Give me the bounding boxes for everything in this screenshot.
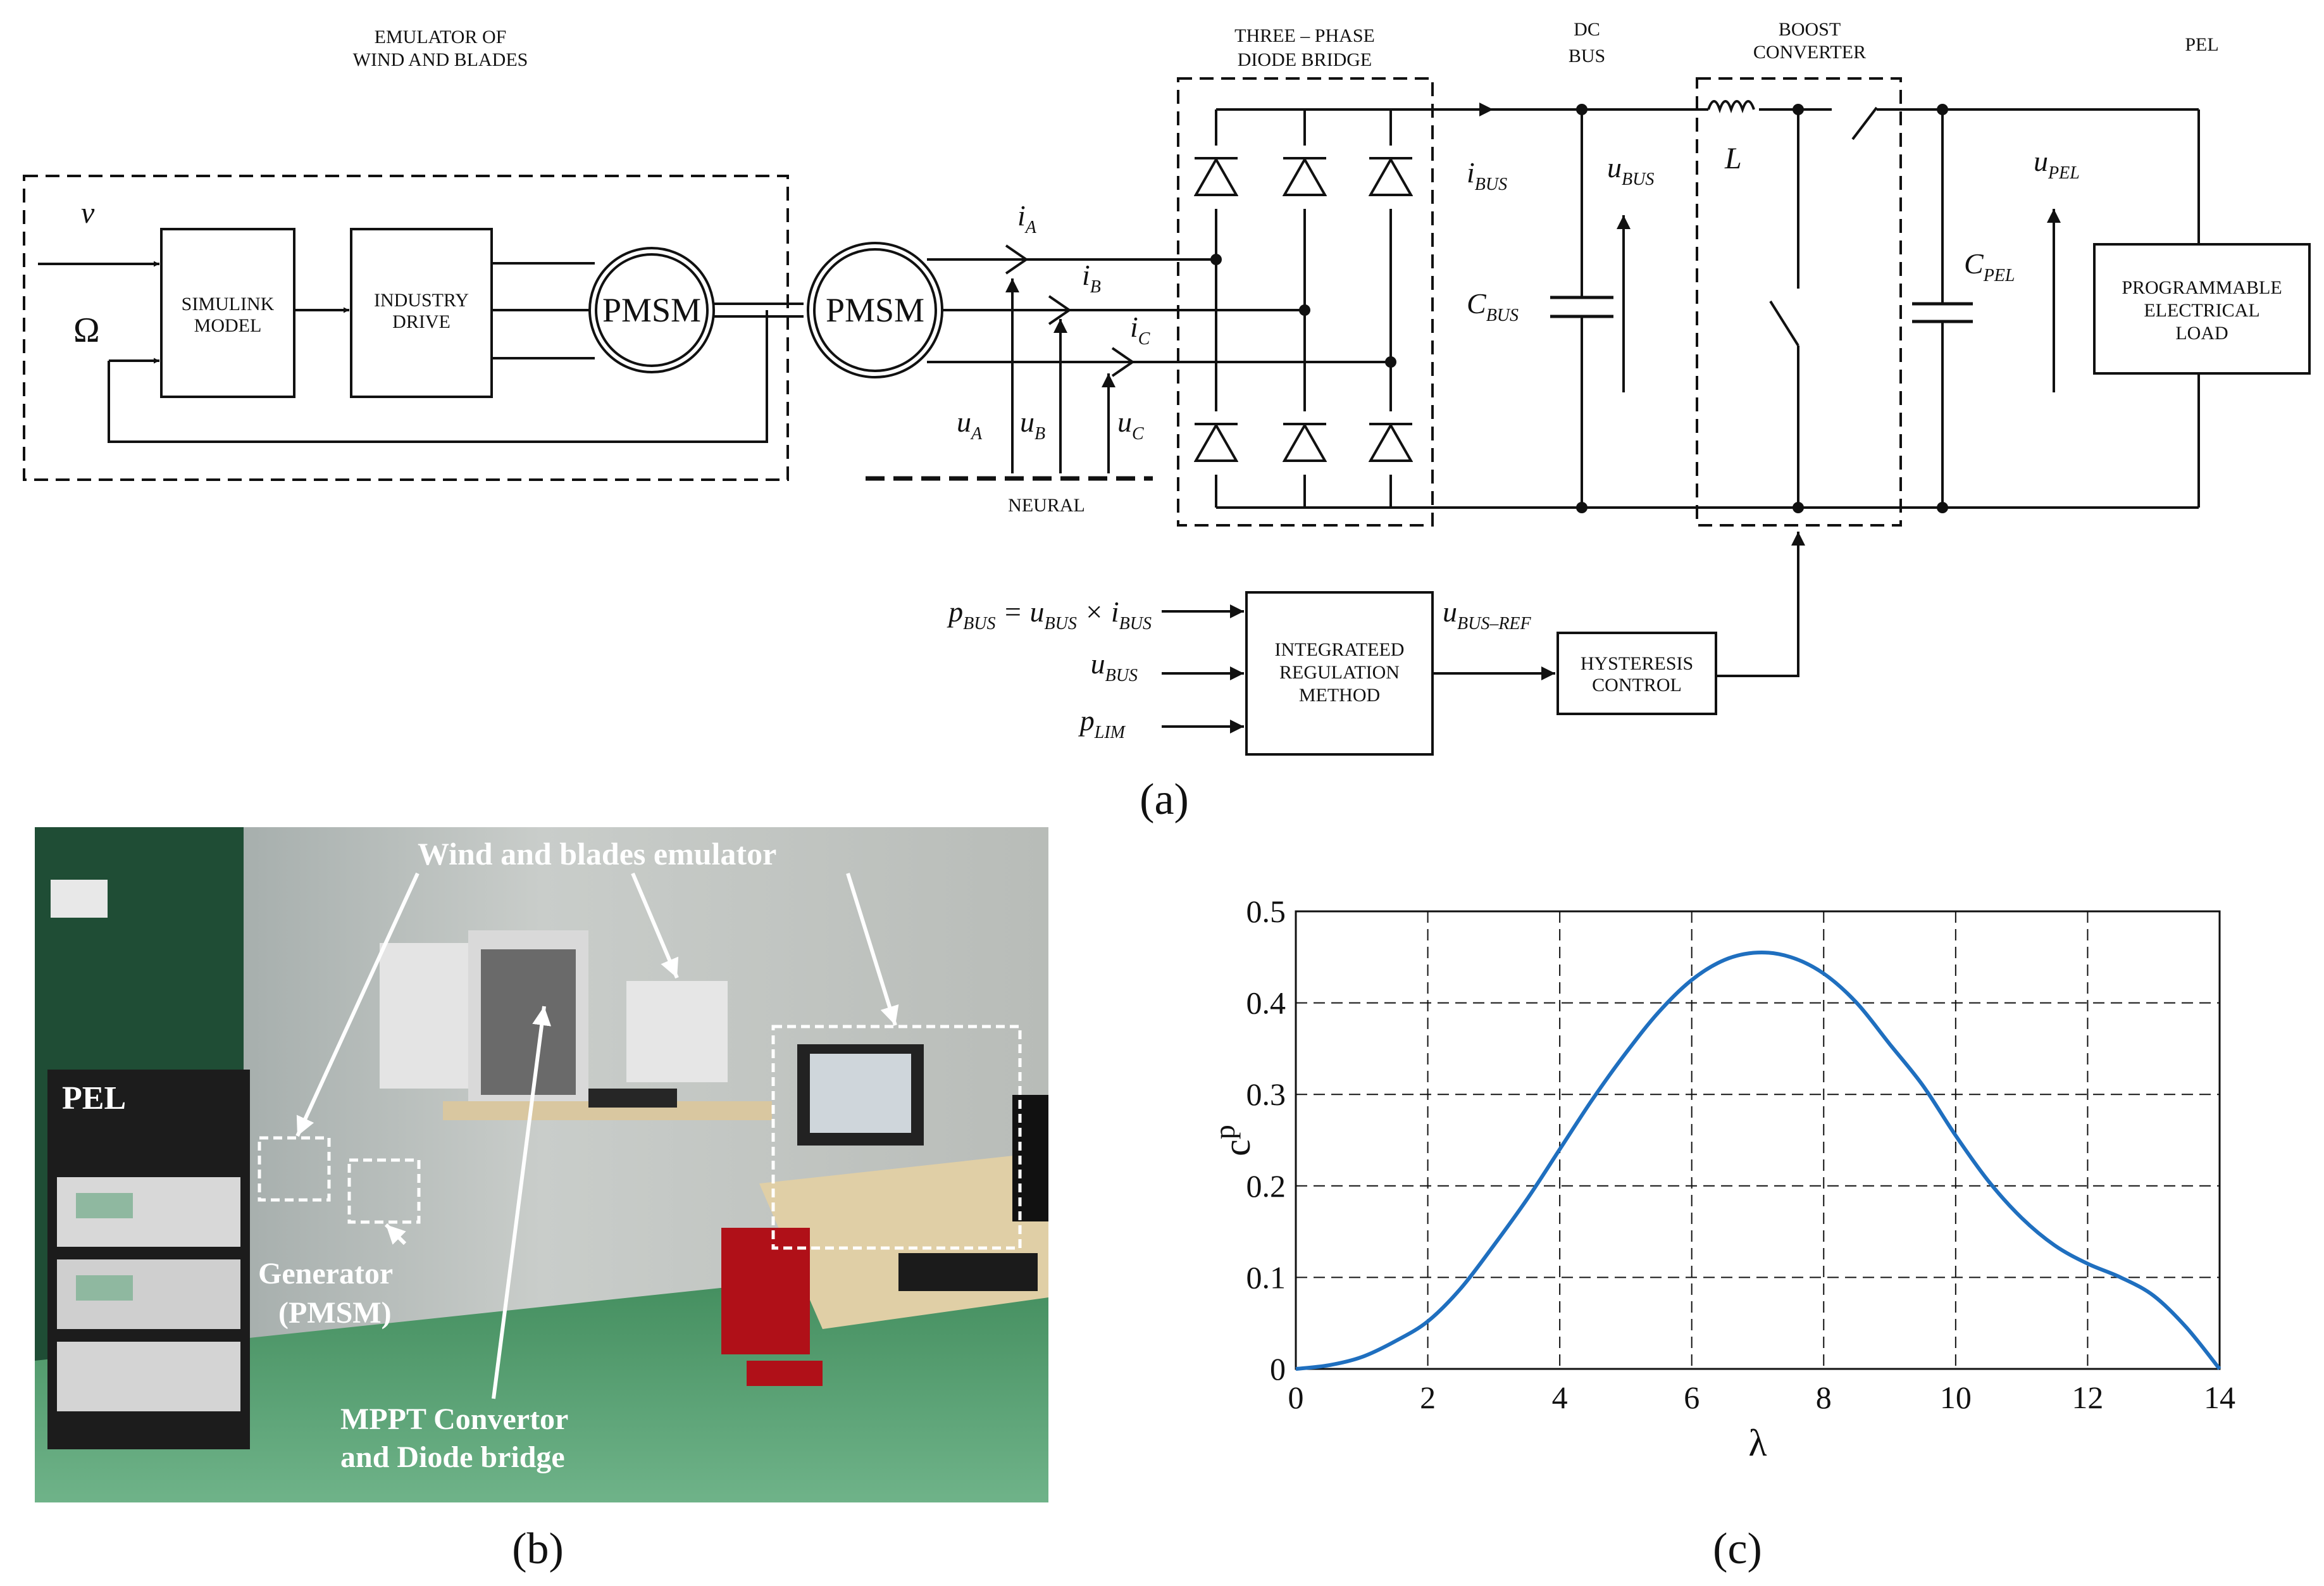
- ubus-input-label: uBUS: [1091, 647, 1138, 685]
- current-ic-label: iC: [1130, 311, 1150, 349]
- chart-x-tick-label: 12: [2072, 1380, 2103, 1415]
- emulator-highlight-box-2: [771, 1025, 1022, 1250]
- chart-y-tick-label: 0.4: [1246, 985, 1286, 1021]
- voltage-uc-label: uC: [1117, 406, 1144, 444]
- svg-text:BUS: BUS: [1569, 46, 1605, 66]
- chart-x-tick-label: 2: [1420, 1380, 1436, 1415]
- svg-text:DRIVE: DRIVE: [392, 311, 451, 332]
- svg-text:PEL: PEL: [2185, 34, 2218, 55]
- neutral-label: NEURAL: [1008, 495, 1085, 516]
- voltage-ub-label: uB: [1020, 406, 1045, 444]
- photo-label-mppt: MPPT Convertor: [340, 1402, 568, 1436]
- chart-grid: [1296, 911, 2220, 1369]
- svg-text:CONVERTER: CONVERTER: [1753, 42, 1866, 63]
- chart-y-tick-label: 0: [1270, 1351, 1286, 1387]
- input-omega-label: Ω: [73, 311, 100, 350]
- svg-text:INDUSTRY: INDUSTRY: [374, 290, 469, 311]
- chart-x-tick-label: 8: [1816, 1380, 1832, 1415]
- regulation-method-block: [1245, 591, 1434, 756]
- photo-label-mppt-2: and Diode bridge: [340, 1440, 565, 1474]
- photo-label-generator-2: (PMSM): [278, 1296, 392, 1330]
- svg-text:ELECTRICAL: ELECTRICAL: [2144, 300, 2259, 321]
- chart-y-tick-label: 0.2: [1246, 1168, 1286, 1204]
- photo-label-generator: Generator: [258, 1257, 393, 1290]
- programmable-load-block: [2093, 243, 2311, 375]
- voltage-upel-label: uPEL: [2034, 145, 2080, 183]
- svg-text:REGULATION: REGULATION: [1279, 662, 1400, 683]
- chart-plot-area: [1295, 910, 2221, 1370]
- pmsm-motor-label: PMSM: [602, 291, 701, 329]
- chart-x-axis-label: λ: [1748, 1422, 1767, 1464]
- inductor-symbol: [1707, 100, 1755, 114]
- industry-drive-block: [350, 228, 493, 398]
- chart-y-tick-label: 0.3: [1246, 1077, 1286, 1112]
- hysteresis-control-block: [1557, 632, 1717, 715]
- pmsm-motor-symbol: [588, 247, 715, 373]
- emulator-highlight-box-1: [258, 1136, 331, 1202]
- emulator-title: EMULATOR OF: [375, 27, 507, 47]
- cp-curve-line: [1295, 950, 2221, 1371]
- svg-text:INTEGRATEED: INTEGRATEED: [1275, 639, 1405, 660]
- svg-text:THREE – PHASE: THREE – PHASE: [1234, 25, 1375, 46]
- svg-text:MODEL: MODEL: [194, 315, 262, 336]
- generator-highlight-box: [347, 1158, 421, 1224]
- panel-a-circuit-diagram: EMULATOR OF WIND AND BLADES v Ω SIMULINK…: [23, 19, 2311, 824]
- svg-text:METHOD: METHOD: [1299, 685, 1380, 706]
- voltage-ua-label: uA: [957, 406, 983, 444]
- current-ia-label: iA: [1017, 199, 1037, 237]
- emulator-title-line2: WIND AND BLADES: [353, 49, 528, 70]
- capacitor-cbus-label: CBUS: [1467, 287, 1519, 325]
- ubus-ref-label: uBUS–REF: [1443, 596, 1532, 634]
- current-ib-label: iB: [1082, 259, 1101, 297]
- input-v-label: v: [81, 196, 95, 230]
- pbus-equation: pBUS = uBUS × iBUS: [947, 596, 1152, 634]
- chart-y-tick-label: 0.5: [1246, 894, 1286, 929]
- chart-x-tick-label: 6: [1684, 1380, 1700, 1415]
- boost-converter-dashed-box: [1696, 77, 1902, 527]
- caption-a: (a): [1140, 775, 1189, 824]
- svg-text:HYSTERESIS: HYSTERESIS: [1581, 653, 1693, 674]
- svg-text:DIODE BRIDGE: DIODE BRIDGE: [1238, 49, 1372, 70]
- panel-c-cp-lambda-chart: 0 2 4 6 8 10 12 14 0 0.1 0.2 0.3 0.4 0.5 λ cp (c): [1209, 894, 2235, 1573]
- voltage-ubus-label: uBUS: [1607, 151, 1654, 189]
- svg-text:LOAD: LOAD: [2175, 323, 2228, 344]
- caption-c: (c): [1713, 1525, 1762, 1573]
- plim-input-label: pLIM: [1078, 704, 1126, 742]
- current-ibus-label: iBUS: [1467, 156, 1507, 194]
- chart-ticks: 0 2 4 6 8 10 12 14 0 0.1 0.2 0.3 0.4 0.5: [1246, 894, 2236, 1415]
- chart-x-tick-label: 14: [2204, 1380, 2235, 1415]
- pmsm-generator-label: PMSM: [826, 291, 924, 329]
- caption-b: (b): [512, 1525, 564, 1573]
- inductor-label: L: [1724, 142, 1742, 175]
- chart-x-tick-label: 4: [1552, 1380, 1568, 1415]
- chart-y-axis-label: cp: [1209, 1125, 1258, 1156]
- svg-text:CONTROL: CONTROL: [1592, 675, 1682, 696]
- simulink-model-block: [160, 228, 295, 398]
- svg-text:SIMULINK: SIMULINK: [182, 294, 275, 315]
- photo-label-pel: PEL: [62, 1080, 126, 1116]
- photo-label-emulator: Wind and blades emulator: [418, 836, 776, 871]
- svg-text:BOOST: BOOST: [1779, 19, 1841, 40]
- emulator-dashed-box: [23, 175, 789, 481]
- svg-text:PROGRAMMABLE: PROGRAMMABLE: [2122, 277, 2282, 298]
- chart-y-tick-label: 0.1: [1246, 1259, 1286, 1295]
- boost-diode-switch: [1851, 106, 1878, 140]
- chart-x-tick-label: 0: [1288, 1380, 1304, 1415]
- boost-switch: [1769, 300, 1799, 347]
- panel-b-lab-photo: Wind and blades emulator PEL Generator (…: [35, 827, 1048, 1573]
- chart-x-tick-label: 10: [1940, 1380, 1972, 1415]
- svg-text:DC: DC: [1574, 19, 1600, 40]
- capacitor-cpel-label: CPEL: [1964, 247, 2015, 285]
- diode-bridge-dashed-box: [1177, 77, 1434, 527]
